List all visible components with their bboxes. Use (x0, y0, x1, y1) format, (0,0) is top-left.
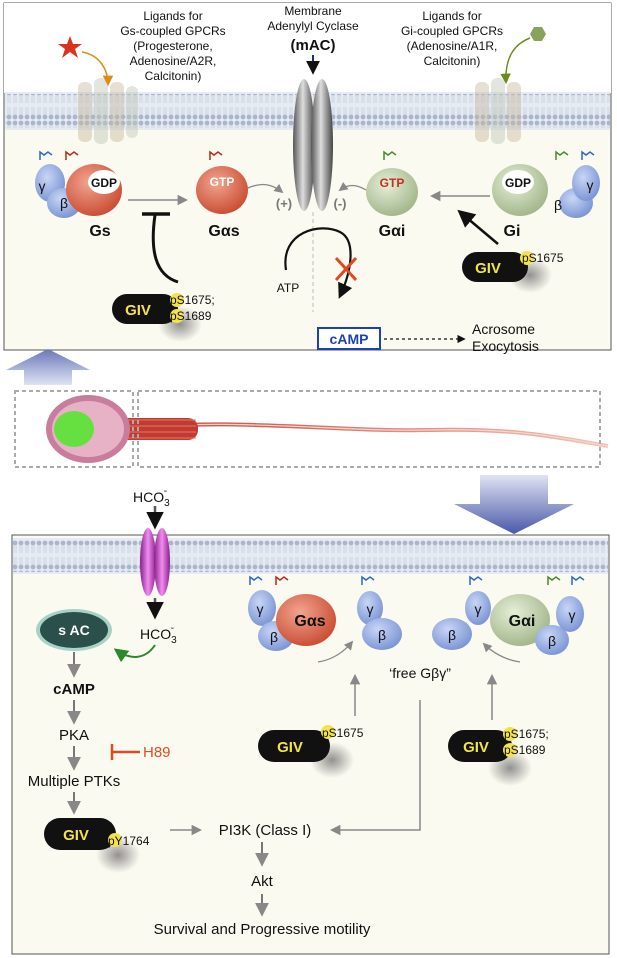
acrosome-exocytosis-label: Acrosome Exocytosis (472, 321, 539, 354)
gas-label: Gαs (208, 223, 239, 240)
ptks-label: Multiple PTKs (28, 773, 121, 790)
gas-bottom: γ β Gαs (248, 575, 336, 651)
svg-text:pY1764: pY1764 (108, 834, 150, 848)
ligand-gi-label: Ligands for Gi-coupled GPCRs (Adenosine/… (401, 9, 503, 68)
h89-label: H89 (143, 744, 171, 761)
mac-label: Membrane Adenylyl Cyclase (mAC) (267, 4, 359, 54)
hco3-intracellular-label: HCO3- (140, 623, 177, 646)
gas-gtp: GTP (196, 150, 248, 214)
camp-bottom-label: cAMP (53, 681, 95, 698)
svg-text:pS1689: pS1689 (504, 743, 546, 757)
svg-text:γ: γ (475, 601, 482, 617)
bottom-panel: HCO3- HCO3- s AC cAMP PKA H89 Multiple P… (11, 486, 610, 955)
svg-text:Gs-coupled GPCRs: Gs-coupled GPCRs (120, 24, 225, 38)
free-gbg-left: γ β (357, 575, 402, 650)
svg-text:(Adenosine/A1R,: (Adenosine/A1R, (407, 39, 498, 53)
gi-heterotrimer: GDP β γ (492, 150, 600, 218)
ligand-gs-label: Ligands for Gs-coupled GPCRs (Progestero… (120, 9, 225, 83)
svg-text:pS1675;: pS1675; (170, 293, 215, 307)
bicarbonate-channel (140, 528, 170, 596)
svg-text:γ: γ (367, 601, 374, 617)
green-hexagon-icon (530, 27, 546, 41)
svg-text:Ligands for: Ligands for (422, 9, 481, 23)
svg-text:Adenosine/A2R,: Adenosine/A2R, (130, 54, 217, 68)
giv-bottom-right: GIV pS1675; pS1689 (448, 727, 549, 786)
akt-label: Akt (251, 873, 274, 890)
svg-text:Gαi: Gαi (509, 613, 536, 630)
svg-text:GIV: GIV (475, 260, 501, 277)
giv-bottom-mid: GIV pS1675 (258, 725, 364, 778)
svg-text:GIV: GIV (125, 302, 151, 319)
svg-text:GTP: GTP (380, 176, 405, 190)
svg-text:cAMP: cAMP (330, 331, 369, 347)
sperm-cell-icon (46, 395, 609, 463)
camp-box (317, 327, 381, 350)
free-gbg-right: γ β (432, 575, 491, 650)
svg-text:Calcitonin): Calcitonin) (145, 69, 202, 83)
svg-text:Adenylyl Cyclase: Adenylyl Cyclase (267, 19, 359, 33)
giv-top-right: GIV pS1675 (462, 251, 564, 293)
svg-text:Calcitonin): Calcitonin) (424, 54, 481, 68)
gi-label: Gi (504, 223, 521, 240)
big-arrow-down (454, 475, 574, 534)
survival-motility-label: Survival and Progressive motility (154, 921, 371, 938)
svg-text:β: β (548, 633, 556, 649)
svg-text:γ: γ (569, 607, 576, 623)
gs-coupled-receptor (78, 78, 138, 144)
membrane-adenylyl-cyclase (293, 79, 333, 211)
svg-text:β: β (554, 197, 562, 213)
svg-text:GDP: GDP (91, 176, 117, 190)
pi3k-label: PI3K (Class I) (219, 822, 312, 839)
big-arrow-up (6, 349, 90, 385)
svg-text:pS1689: pS1689 (170, 309, 212, 323)
svg-text:γ: γ (257, 601, 264, 617)
red-star-icon (58, 36, 82, 58)
svg-text:(Progesterone,: (Progesterone, (133, 39, 212, 53)
svg-text:(mAC): (mAC) (290, 37, 335, 54)
svg-text:β: β (270, 629, 278, 645)
gi-coupled-receptor (475, 78, 521, 144)
pka-label: PKA (59, 727, 89, 744)
red-x-icon (334, 256, 358, 282)
soluble-adenylyl-cyclase: s AC (36, 609, 112, 651)
svg-text:s AC: s AC (58, 622, 89, 638)
gai-bottom: Gαi β γ (490, 575, 585, 655)
svg-text:Exocytosis: Exocytosis (472, 338, 539, 354)
svg-text:γ: γ (587, 177, 594, 193)
svg-text:GDP: GDP (505, 176, 531, 190)
mac-plus-label: (+) (276, 196, 292, 211)
mac-minus-label: (-) (334, 196, 347, 211)
svg-text:Gi-coupled GPCRs: Gi-coupled GPCRs (401, 24, 503, 38)
gai-label: Gαi (379, 223, 406, 240)
svg-text:GIV: GIV (277, 739, 303, 756)
svg-text:Gαs: Gαs (294, 613, 325, 630)
svg-text:Membrane: Membrane (284, 4, 342, 18)
gai-gtp: GTP (366, 150, 418, 216)
svg-text:GIV: GIV (463, 739, 489, 756)
sperm-flagellum-zoom-box (137, 390, 601, 468)
svg-text:GIV: GIV (63, 827, 89, 844)
svg-text:Acrosome: Acrosome (472, 321, 535, 337)
svg-text:pS1675: pS1675 (322, 726, 364, 740)
svg-text:β: β (448, 627, 456, 643)
giv-py1764: GIV pY1764 (44, 818, 150, 873)
hco3-extracellular-label: HCO3- (133, 486, 170, 509)
svg-text:β: β (378, 627, 386, 643)
gs-heterotrimer: GDP γ β (35, 150, 122, 218)
top-panel: Ligands for Gs-coupled GPCRs (Progestero… (3, 2, 612, 354)
svg-text:GTP: GTP (210, 175, 235, 189)
svg-text:γ: γ (39, 178, 46, 194)
atp-label: ATP (277, 281, 299, 295)
sperm-head-zoom-box (14, 390, 134, 468)
svg-text:β: β (60, 195, 68, 211)
gs-label: Gs (89, 223, 110, 240)
svg-text:pS1675: pS1675 (522, 251, 564, 265)
giv-top-left: GIV pS1675; pS1689 (112, 293, 215, 342)
svg-text:pS1675;: pS1675; (504, 727, 549, 741)
svg-text:Ligands for: Ligands for (143, 9, 202, 23)
free-gby-label: ‘free Gβγ” (389, 665, 451, 681)
